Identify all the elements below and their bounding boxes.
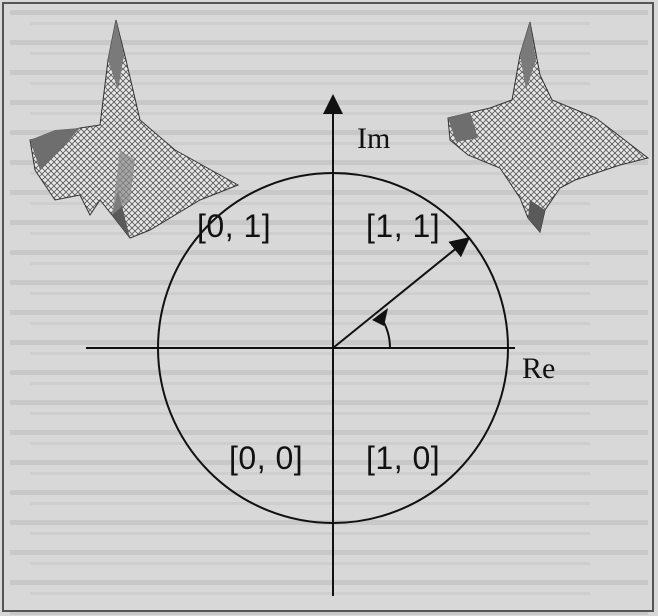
real-axis-label: Re — [522, 352, 556, 385]
quadrant-label-bottom-right: [1, 0] — [366, 440, 441, 476]
radius-arrow — [332, 236, 471, 349]
quadrant-label-top-right: [1, 1] — [366, 208, 441, 244]
left-wave-surface-graphic — [29, 19, 240, 239]
imaginary-axis-label: Im — [357, 122, 391, 155]
right-wave-surface-graphic — [447, 21, 650, 234]
quadrant-label-bottom-left: [0, 0] — [229, 440, 304, 476]
angle-arc-arrowhead — [372, 308, 388, 326]
quadrant-label-top-left: [0, 1] — [197, 208, 272, 244]
